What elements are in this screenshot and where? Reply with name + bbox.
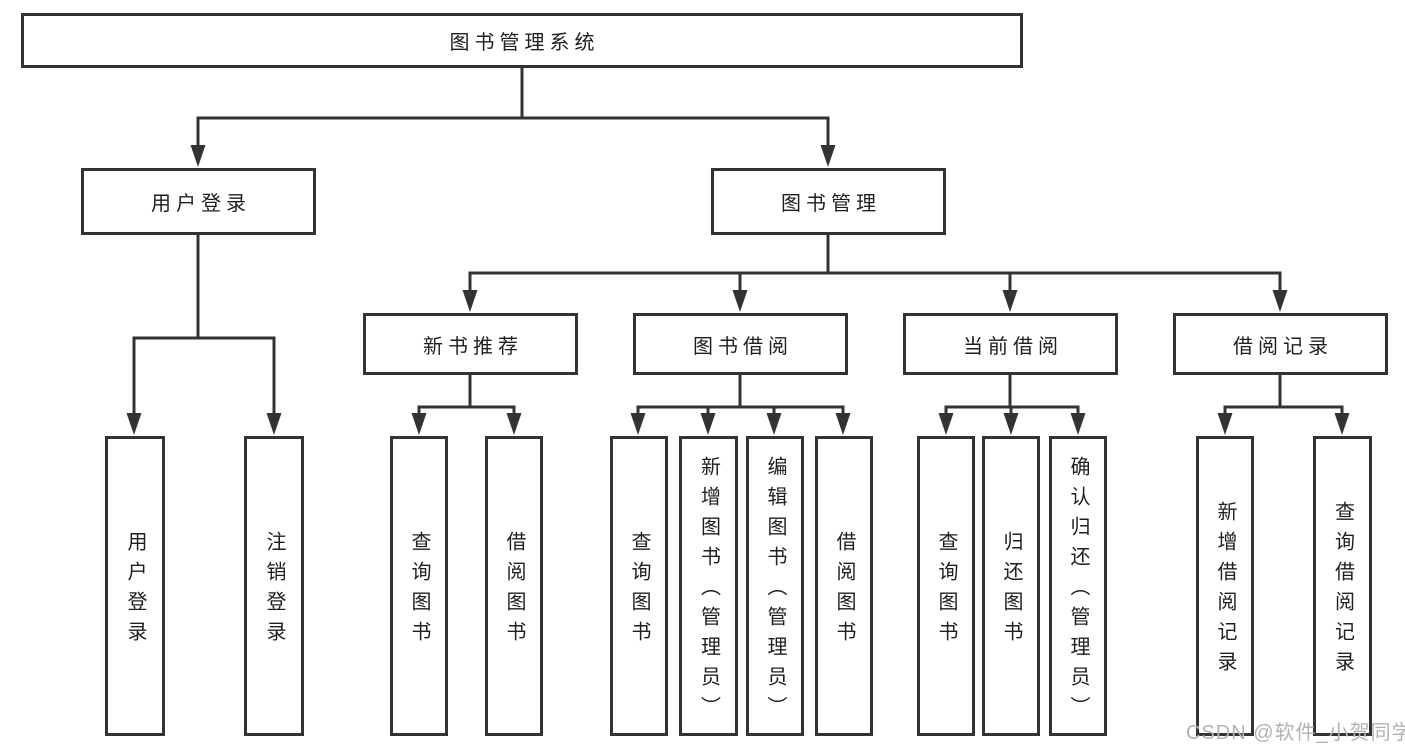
node-current-borrow-label: 当前借阅 [963,335,1063,358]
leaf-edit-book-admin-label: 编辑图书（管理员） [764,456,786,726]
node-new-book-recommend: 新书推荐 [363,313,578,375]
leaf-borrow-books-label: 借阅图书 [833,531,855,651]
leaf-return-books-label: 归还图书 [1000,531,1022,651]
leaf-borrow-books-recommend: 借阅图书 [485,436,543,736]
leaf-borrow-books: 借阅图书 [815,436,873,736]
leaf-query-books-current-label: 查询图书 [935,531,957,651]
leaf-query-books-recommend: 查询图书 [390,436,448,736]
leaf-borrow-books-recommend-label: 借阅图书 [503,531,525,651]
leaf-query-books-borrow: 查询图书 [610,436,668,736]
node-book-borrow-label: 图书借阅 [693,335,793,358]
node-user-login: 用户登录 [81,168,316,235]
node-user-login-label: 用户登录 [151,193,251,215]
leaf-add-book-admin: 新增图书（管理员） [679,436,738,736]
node-new-book-recommend-label: 新书推荐 [423,335,523,358]
leaf-return-books: 归还图书 [982,436,1040,736]
leaf-add-borrow-record: 新增借阅记录 [1196,436,1254,736]
leaf-confirm-return-admin: 确认归还（管理员） [1049,436,1107,736]
leaf-add-book-admin-label: 新增图书（管理员） [697,456,720,726]
node-book-management: 图书管理 [711,168,946,235]
node-borrow-records: 借阅记录 [1173,313,1388,375]
csdn-watermark: CSDN @软件_小贺同学 [1186,722,1405,744]
leaf-query-books-recommend-label: 查询图书 [408,531,430,651]
leaf-logout-label: 注销登录 [263,531,285,651]
node-book-borrow: 图书借阅 [633,313,848,375]
leaf-user-login-label: 用户登录 [124,531,146,651]
node-root-system-label: 图书管理系统 [449,32,600,54]
node-current-borrow: 当前借阅 [903,313,1118,375]
leaf-query-books-borrow-label: 查询图书 [628,531,650,651]
leaf-edit-book-admin: 编辑图书（管理员） [746,436,804,736]
leaf-query-borrow-record-label: 查询借阅记录 [1331,501,1354,681]
leaf-query-books-current: 查询图书 [917,436,975,736]
leaf-add-borrow-record-label: 新增借阅记录 [1214,501,1236,681]
leaf-query-borrow-record: 查询借阅记录 [1313,436,1372,736]
leaf-user-login: 用户登录 [105,436,165,736]
leaf-confirm-return-admin-label: 确认归还（管理员） [1067,456,1089,726]
arrowheads [126,145,1350,435]
node-book-management-label: 图书管理 [781,193,881,215]
node-borrow-records-label: 借阅记录 [1233,335,1333,358]
node-root-system: 图书管理系统 [21,13,1023,68]
leaf-logout: 注销登录 [244,436,304,736]
